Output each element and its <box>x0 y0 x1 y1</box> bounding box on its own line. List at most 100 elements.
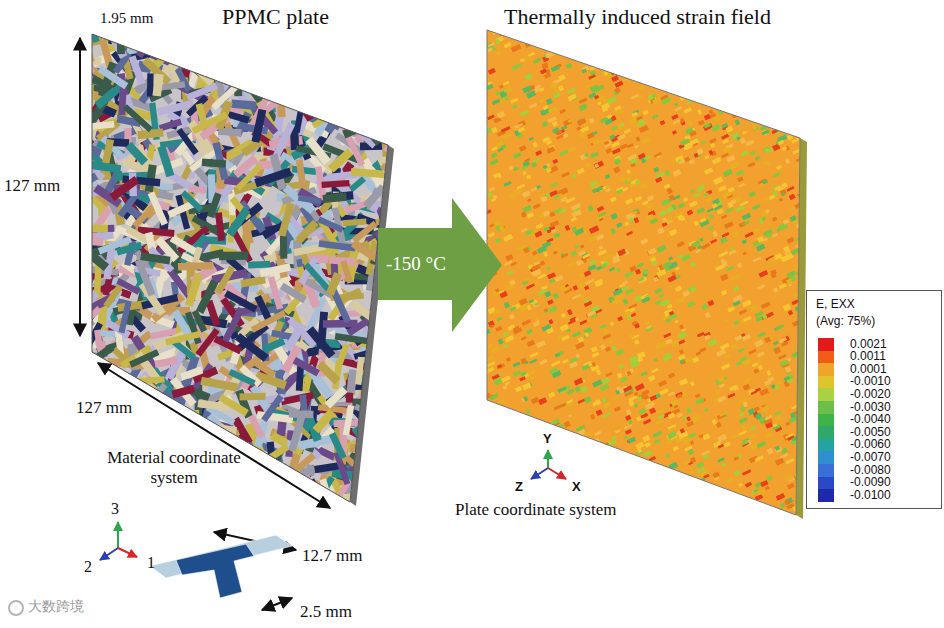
fiber-chip <box>274 77 308 99</box>
fiber-chip <box>154 410 190 435</box>
fiber-chip <box>139 493 163 528</box>
fiber-chip <box>323 88 344 119</box>
strain-speckle <box>674 58 682 64</box>
fiber-chip <box>203 34 214 62</box>
fiber-chip <box>337 88 363 121</box>
strain-speckle <box>563 465 570 470</box>
fiber-chip <box>260 41 289 73</box>
strain-speckle <box>715 83 724 90</box>
strain-speckle <box>763 37 771 43</box>
fiber-chip <box>382 96 417 118</box>
fiber-chip <box>377 56 405 87</box>
fiber-chip <box>132 410 162 425</box>
strain-speckle <box>803 89 811 96</box>
fiber-chip <box>216 492 233 519</box>
strain-speckle <box>585 41 594 47</box>
fiber-chip <box>302 54 328 74</box>
fiber-chip <box>203 500 227 513</box>
strain-speckle <box>629 469 634 474</box>
fiber-chip <box>358 40 382 65</box>
fiber-chip <box>307 55 331 88</box>
strain-speckle <box>739 44 744 50</box>
strain-speckle <box>523 478 528 483</box>
fiber-chip <box>333 97 359 111</box>
fiber-chip <box>159 422 192 439</box>
fiber-chip <box>310 78 339 95</box>
strain-speckle <box>565 441 570 446</box>
strain-speckle <box>701 499 707 503</box>
fiber-chip <box>323 36 339 67</box>
fiber-chip <box>295 53 323 69</box>
fiber-chip <box>76 432 87 463</box>
fiber-chip <box>81 374 104 386</box>
strain-speckle <box>798 126 802 130</box>
fiber-chip <box>256 55 281 86</box>
strain-speckle <box>633 46 639 51</box>
fiber-chip <box>359 43 393 62</box>
strain-speckle <box>742 79 746 84</box>
strain-speckle <box>541 424 551 431</box>
fiber-chip <box>287 74 309 104</box>
strain-speckle <box>603 484 609 489</box>
fiber-chip <box>173 32 202 47</box>
fiber-chip <box>281 67 307 86</box>
strain-speckle <box>662 43 668 48</box>
strain-speckle <box>665 73 673 79</box>
fiber-chip <box>299 52 317 79</box>
fiber-chip <box>362 425 384 454</box>
fiber-chip <box>107 416 121 444</box>
fiber-chip <box>231 37 262 45</box>
fiber-chip <box>369 104 394 133</box>
fiber-chip <box>359 58 388 80</box>
strain-speckle <box>754 62 761 67</box>
fiber-chip <box>176 435 202 445</box>
fiber-chip <box>95 437 123 447</box>
fiber-chip <box>77 414 84 442</box>
fiber-chip <box>351 79 358 110</box>
fiber-chip <box>297 43 324 69</box>
fiber-chip <box>377 492 406 519</box>
fiber-chip <box>235 32 272 46</box>
fiber-chip <box>344 94 367 117</box>
strain-speckle <box>540 480 544 484</box>
fiber-chip <box>354 78 381 100</box>
fiber-chip <box>75 450 103 474</box>
fiber-chip <box>183 32 209 64</box>
fiber-chip <box>85 225 108 233</box>
fiber-chip <box>234 72 243 96</box>
fiber-chip <box>317 82 349 99</box>
fiber-chip <box>372 374 389 408</box>
strain-speckle <box>552 441 557 445</box>
fiber-chip <box>312 83 325 109</box>
strain-speckle <box>493 474 502 481</box>
fiber-chip <box>258 480 281 512</box>
fiber-chip <box>300 48 325 65</box>
fiber-chip <box>323 320 358 328</box>
fiber-chip <box>264 464 289 481</box>
fiber-chip <box>209 485 239 498</box>
fiber-chip <box>81 420 112 437</box>
strain-speckle <box>590 61 596 66</box>
strain-speckle <box>527 425 533 429</box>
fiber-chip <box>367 477 389 500</box>
fiber-chip <box>388 409 411 443</box>
strain-speckle <box>734 46 742 53</box>
strain-speckle <box>773 40 782 46</box>
fiber-chip <box>325 499 350 527</box>
strain-speckle <box>721 76 727 81</box>
fiber-chip <box>368 417 399 448</box>
fiber-chip <box>218 42 236 76</box>
fiber-chip <box>205 496 229 511</box>
fiber-chip <box>388 359 405 391</box>
fiber-chip <box>147 73 154 96</box>
fiber-chip <box>272 43 306 61</box>
strain-speckle <box>650 463 657 469</box>
fiber-chip <box>241 62 278 73</box>
fiber-chip <box>303 57 327 86</box>
strain-speckle <box>761 100 769 106</box>
fiber-chip <box>82 494 92 521</box>
strain-speckle <box>703 48 711 55</box>
fiber-chip <box>139 486 172 506</box>
strain-speckle <box>760 90 765 95</box>
fiber-chip <box>279 30 292 65</box>
